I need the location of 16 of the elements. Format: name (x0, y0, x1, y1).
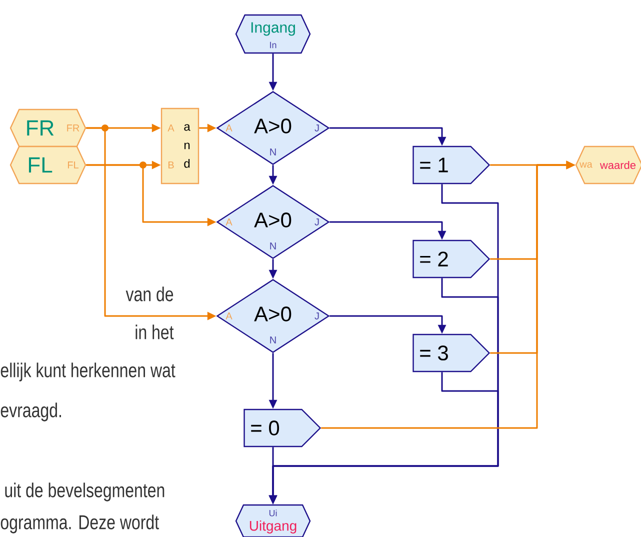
sensor-hexagon: FR FR (10, 108, 86, 148)
input-hexagon: Ingang In (235, 14, 311, 54)
paragraph-text: evraagd. (0, 402, 61, 422)
paragraph-text: in het (136, 324, 174, 340)
paragraph-text: ellijk kunt herkennen wat (0, 362, 176, 382)
sensor-hexagon: FL FL (10, 146, 86, 184)
assign-box: = 2 (412, 240, 490, 278)
output-hexagon: Ui Uitgang (235, 504, 311, 537)
assign-box: = 3 (412, 334, 490, 372)
and-gate-box: A B a n d (160, 108, 200, 184)
paragraph-text: van de (126, 286, 174, 302)
variable-hexagon: wa waarde (575, 146, 641, 184)
paragraph-text: ogramma. Deze wordt (0, 514, 159, 534)
assign-box: = 0 (244, 408, 322, 448)
paragraph-text: uit de bevelsegmenten (5, 482, 164, 502)
assign-box: = 1 (412, 146, 490, 184)
